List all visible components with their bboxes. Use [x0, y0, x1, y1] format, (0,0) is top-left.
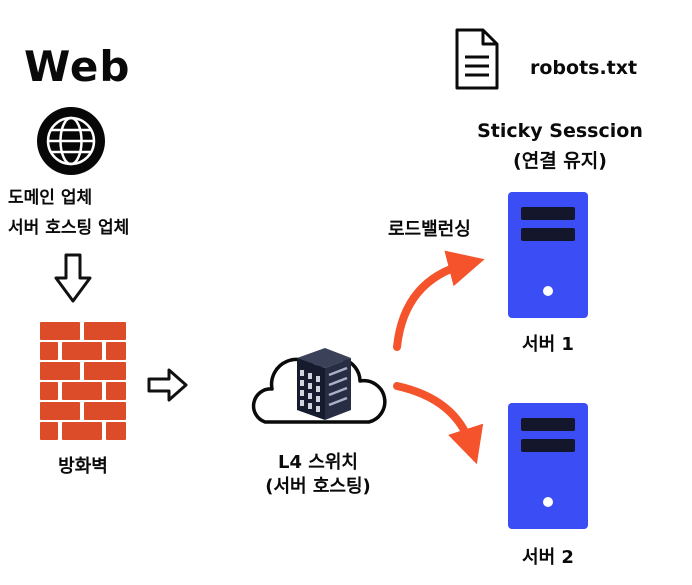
web-title: Web	[24, 42, 131, 91]
robots-file-label: robots.txt	[530, 57, 638, 79]
curved-arrow-to-server-1	[393, 250, 485, 351]
curved-arrow-to-server-2	[393, 382, 484, 465]
server-slot	[521, 228, 575, 241]
cloud-server-icon-svg	[251, 348, 387, 424]
server-building-slots	[328, 366, 348, 407]
hosting-provider-label: 서버 호스팅 업체	[8, 218, 130, 238]
l4-switch-icon	[247, 326, 387, 438]
load-balancing-label: 로드밸런싱	[388, 219, 471, 240]
server-1-icon	[508, 192, 588, 318]
globe-icon	[36, 106, 106, 176]
server-2-label: 서버 2	[522, 547, 574, 568]
server-power-dot	[543, 286, 553, 296]
brick-wall-icon-svg	[40, 322, 126, 440]
server-1-label: 서버 1	[522, 334, 574, 355]
down-arrow-icon	[53, 252, 93, 304]
server-slot	[521, 207, 575, 220]
right-arrow-icon	[147, 367, 189, 403]
l4-switch-sublabel: (서버 호스팅)	[265, 476, 371, 497]
domain-provider-label: 도메인 업체	[8, 188, 93, 208]
l4-switch-label: L4 스위치	[278, 452, 358, 473]
server-2-icon	[508, 403, 588, 529]
server-building-top	[297, 348, 351, 368]
firewall-label: 방화벽	[58, 456, 108, 477]
robots-file-icon	[452, 27, 502, 91]
server-building-windows	[300, 370, 320, 412]
server-slot	[521, 418, 575, 431]
sticky-session-sublabel: (연결 유지)	[513, 150, 607, 172]
server-power-dot	[543, 497, 553, 507]
sticky-session-label: Sticky Sesscion	[477, 120, 643, 142]
document-icon-svg	[455, 28, 499, 90]
firewall-icon	[40, 322, 126, 440]
globe-icon-svg	[37, 107, 105, 175]
server-slot	[521, 439, 575, 452]
